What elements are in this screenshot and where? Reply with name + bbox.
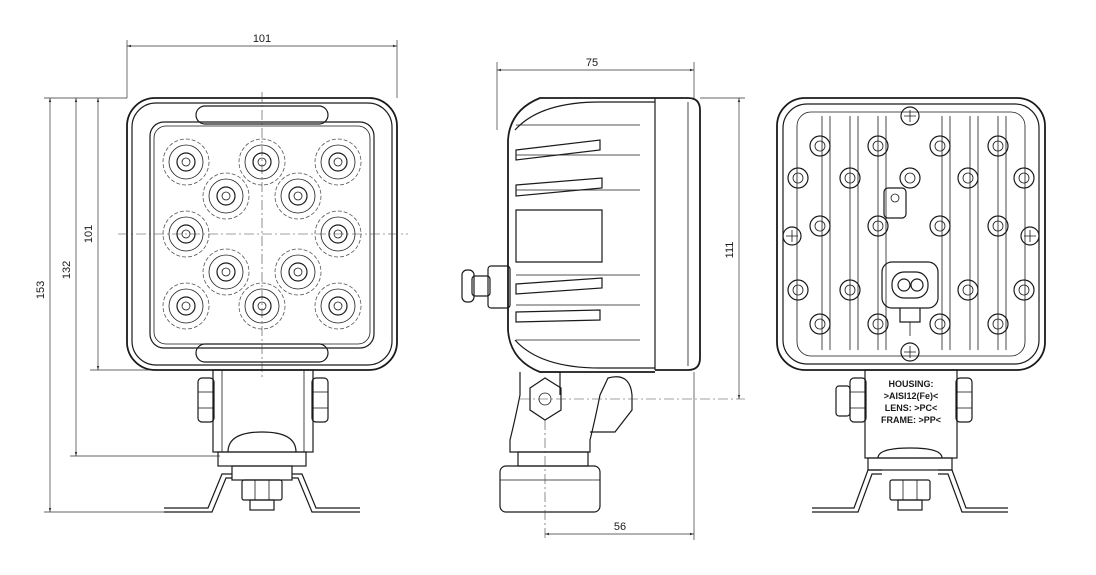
dim-side-depth: 75: [586, 57, 598, 69]
screw-boss: [867, 215, 889, 237]
screw-boss-hole: [992, 318, 1004, 330]
screw-boss: [987, 215, 1009, 237]
fin: [515, 177, 603, 197]
dim-front-height-153: 153: [35, 281, 47, 299]
screw-boss: [1013, 279, 1035, 301]
screw-boss: [899, 167, 921, 189]
front-dimensions: 101 101 132 153: [35, 33, 398, 513]
screw-boss-hole: [962, 172, 974, 184]
screw-boss-hole: [872, 318, 884, 330]
screw-boss-hole: [814, 318, 826, 330]
rear-cooling-ribs: [821, 116, 1007, 350]
screw-boss: [929, 215, 951, 237]
side-view: [461, 97, 745, 540]
rear-mount-bracket: [812, 369, 1008, 513]
front-led-array: [162, 138, 362, 330]
screw-boss: [809, 135, 831, 157]
label-housing-material: >AISI12(Fe)<: [884, 391, 939, 401]
screw-boss-hole: [844, 284, 856, 296]
led-pod: [202, 172, 250, 220]
screw-boss: [957, 279, 979, 301]
side-pivot-nut: [529, 377, 562, 421]
screw-boss-hole: [872, 140, 884, 152]
led-pod: [274, 172, 322, 220]
dim-front-height-132: 132: [61, 261, 73, 279]
screw-boss-hole: [992, 140, 1004, 152]
front-view: [118, 92, 408, 513]
dim-side-bracket-offset: 56: [614, 521, 626, 533]
screw-boss: [1013, 167, 1035, 189]
screw-boss-hole: [992, 220, 1004, 232]
side-base-block: [499, 465, 601, 513]
screw-boss-hole: [934, 318, 946, 330]
screw-boss-hole: [814, 140, 826, 152]
led-pod: [274, 248, 322, 296]
label-housing: HOUSING:: [889, 379, 934, 389]
side-dimensions: 75 111 56: [496, 57, 745, 540]
screw-boss: [839, 167, 861, 189]
screw-boss: [929, 313, 951, 335]
screw-boss: [929, 135, 951, 157]
rear-view: HOUSING: >AISI12(Fe)< LENS: >PC< FRAME: …: [776, 97, 1046, 513]
fin: [515, 209, 603, 263]
fin: [515, 139, 601, 161]
dim-side-height: 111: [724, 242, 736, 259]
front-mount-bracket: [164, 369, 360, 513]
screw-boss-hole: [792, 284, 804, 296]
led-pod: [314, 138, 362, 186]
screw-boss: [867, 135, 889, 157]
label-lens: LENS: >PC<: [885, 403, 938, 413]
screw-boss: [787, 167, 809, 189]
rear-screw-bosses: [787, 135, 1035, 335]
rear-screws: [782, 106, 1040, 362]
screw-boss-hole: [962, 284, 974, 296]
screw-boss-hole: [814, 220, 826, 232]
led-pod: [162, 210, 210, 258]
led-pod: [202, 248, 250, 296]
led-pod: [314, 210, 362, 258]
screw-boss-hole: [792, 172, 804, 184]
side-cooling-fins: [515, 124, 640, 341]
side-cable-gland: [461, 265, 511, 309]
dim-front-lens-height: 101: [83, 225, 95, 243]
led-pod: [238, 282, 286, 330]
screw-boss-hole: [1018, 172, 1030, 184]
screw-boss-hole: [872, 220, 884, 232]
screw-boss-hole: [934, 140, 946, 152]
label-frame: FRAME: >PP<: [881, 415, 941, 425]
screw-boss: [787, 279, 809, 301]
material-label: HOUSING: >AISI12(Fe)< LENS: >PC< FRAME: …: [881, 379, 941, 425]
screw-boss-hole: [904, 172, 916, 184]
fin: [515, 309, 601, 323]
side-housing-body: [507, 97, 655, 373]
screw-boss-hole: [1018, 284, 1030, 296]
screw-boss: [957, 167, 979, 189]
rear-connector: [881, 187, 939, 336]
led-pod: [238, 138, 286, 186]
led-pod: [314, 282, 362, 330]
led-pod: [162, 138, 210, 186]
screw-boss: [839, 279, 861, 301]
screw-boss: [987, 135, 1009, 157]
dim-front-width: 101: [253, 33, 271, 45]
side-lens-face: [655, 97, 701, 371]
screw-boss-hole: [844, 172, 856, 184]
led-pod: [162, 282, 210, 330]
screw-boss: [809, 215, 831, 237]
screw-boss: [987, 313, 1009, 335]
screw-boss: [867, 313, 889, 335]
fin: [515, 277, 603, 295]
screw-boss: [809, 313, 831, 335]
screw-boss-hole: [934, 220, 946, 232]
side-mount-bracket: [499, 371, 745, 540]
